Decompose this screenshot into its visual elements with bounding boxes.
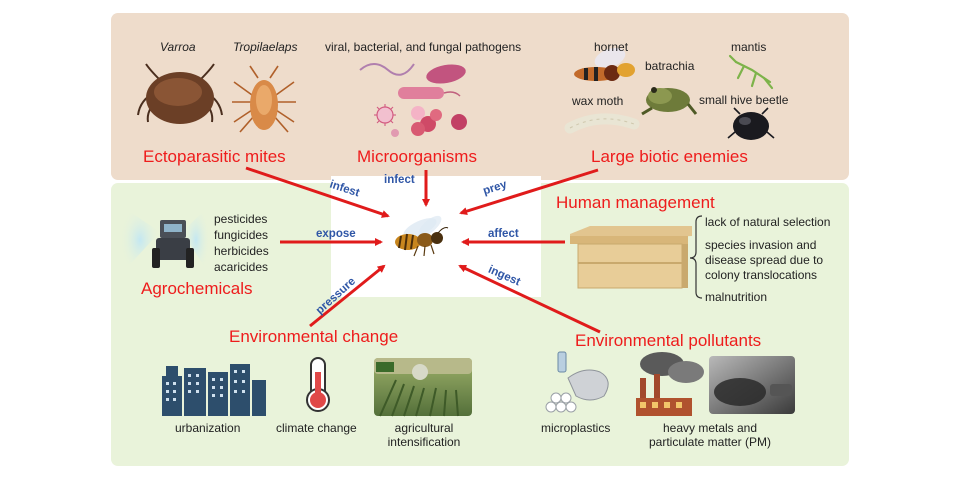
particulate-matter-label: particulate matter (PM) <box>648 435 772 449</box>
human-management-bracket <box>689 215 703 299</box>
factory-smoke-icon <box>636 352 704 416</box>
verb-expose: expose <box>316 228 356 240</box>
urbanization-label: urbanization <box>175 421 241 435</box>
small-hive-beetle-label: small hive beetle <box>699 93 789 107</box>
batrachia-frog-icon <box>641 87 698 116</box>
varroa-label: Varroa <box>160 40 196 54</box>
verb-affect: affect <box>488 228 519 240</box>
urbanization-icon <box>162 364 266 416</box>
mantis-icon <box>728 54 774 90</box>
beehive-box-icon <box>570 226 692 289</box>
arrow-mites <box>245 166 390 218</box>
honeybee-icon <box>395 215 449 257</box>
category-ectoparasitic-mites: Ectoparasitic mites <box>143 147 286 166</box>
microplastics-icon <box>545 351 609 413</box>
agricultural-field-image <box>374 358 472 417</box>
arrow-enemies <box>459 168 599 216</box>
pathogens-label: viral, bacterial, and fungal pathogens <box>325 40 522 54</box>
microplastics-label: microplastics <box>541 421 611 435</box>
tractor-icon <box>120 205 210 275</box>
arrow-pollutants <box>458 264 601 334</box>
tropilaelaps-mite-icon <box>232 65 296 133</box>
category-environmental-pollutants: Environmental pollutants <box>575 331 762 350</box>
agro-item: herbicides <box>214 244 269 258</box>
hornet-icon <box>574 47 635 81</box>
agro-item: acaricides <box>214 260 269 274</box>
tropilaelaps-label: Tropilaelaps <box>233 40 298 54</box>
human-item: malnutrition <box>705 290 768 304</box>
climate-change-label: climate change <box>276 421 357 435</box>
human-item: species invasion and <box>705 238 817 252</box>
microorganisms-icon <box>359 63 467 137</box>
heavy-metals-label: heavy metals and <box>662 421 758 435</box>
mantis-label: mantis <box>731 40 767 54</box>
thermometer-icon <box>306 357 330 412</box>
agro-item: fungicides <box>214 228 269 242</box>
varroa-mite-icon <box>137 63 223 124</box>
category-microorganisms: Microorganisms <box>357 147 477 166</box>
category-large-biotic-enemies: Large biotic enemies <box>591 147 748 166</box>
intensification-label: intensification <box>387 435 461 449</box>
category-environmental-change: Environmental change <box>229 327 399 346</box>
hornet-label: hornet <box>594 40 629 54</box>
biotic-panel <box>111 13 849 180</box>
agricultural-label: agricultural <box>394 421 454 435</box>
human-item: lack of natural selection <box>705 215 831 229</box>
wax-moth-icon <box>564 113 640 134</box>
human-item: disease spread due to <box>705 253 824 267</box>
agro-item: pesticides <box>214 212 268 226</box>
category-human-management: Human management <box>556 193 715 212</box>
verb-infect: infect <box>384 174 415 186</box>
wax-moth-label: wax moth <box>572 94 624 108</box>
small-hive-beetle-icon <box>727 107 775 140</box>
exhaust-pollution-image <box>709 356 795 414</box>
category-agrochemicals: Agrochemicals <box>141 279 253 298</box>
human-item: colony translocations <box>705 268 818 282</box>
batrachia-label: batrachia <box>645 59 695 73</box>
arrow-env-change <box>309 264 386 328</box>
